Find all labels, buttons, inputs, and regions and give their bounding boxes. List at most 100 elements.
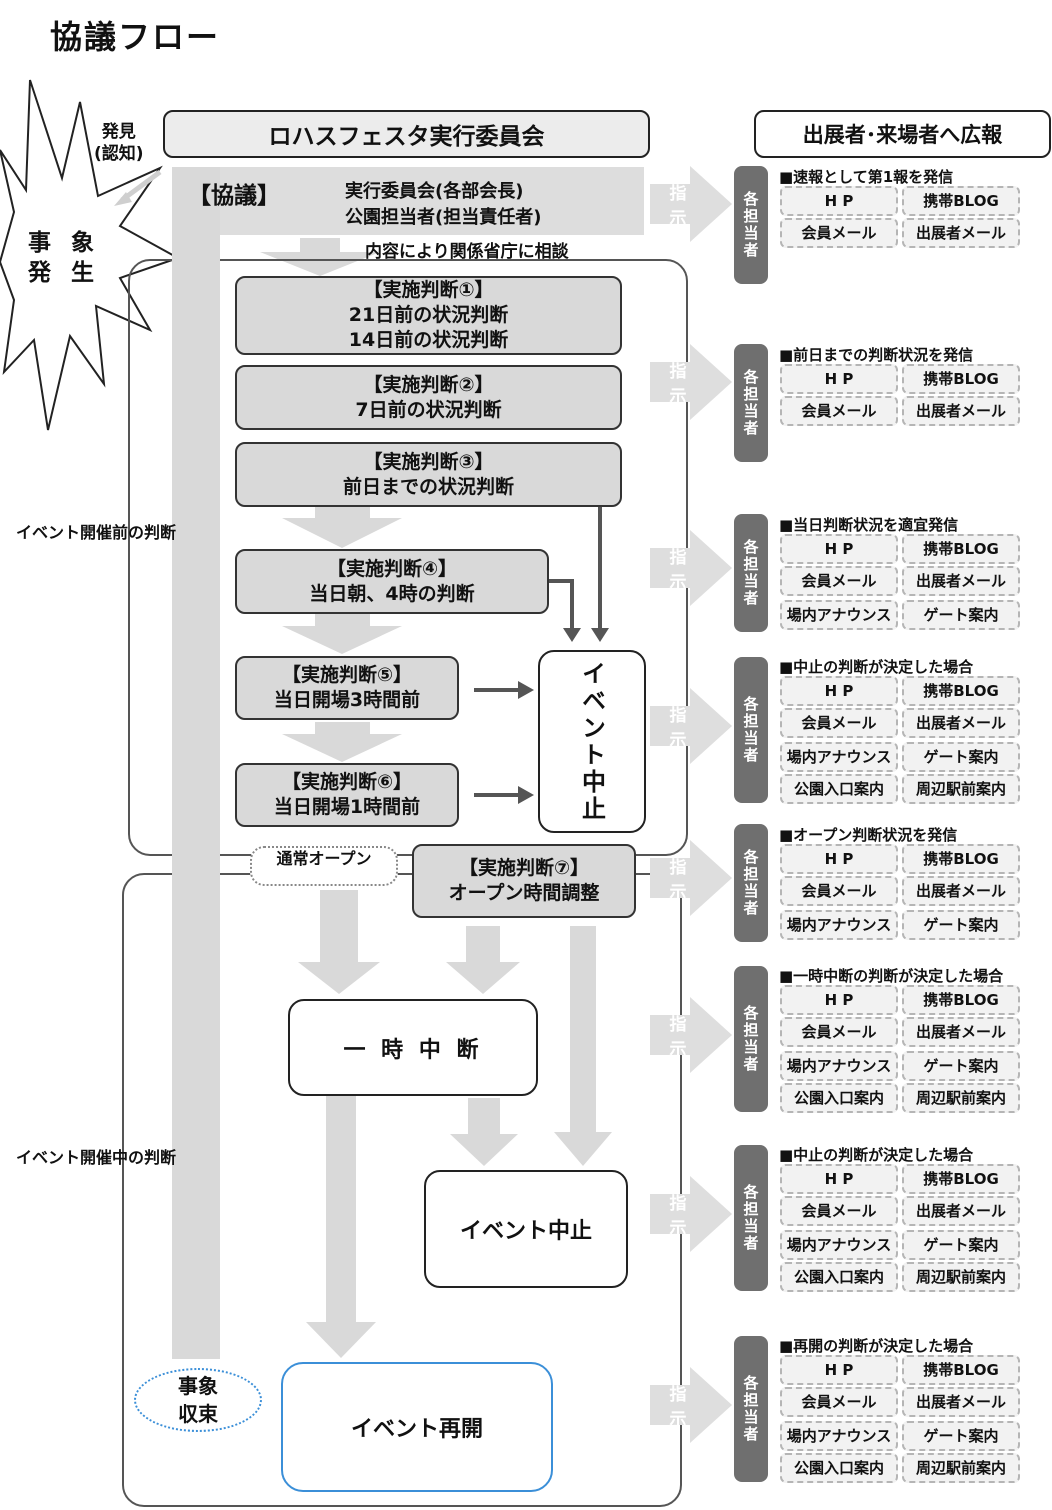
channel-cell: ゲート案内: [902, 600, 1020, 630]
event-stop-box-pre: イベント中止: [538, 650, 646, 833]
staff-badge: 各担当者: [734, 966, 768, 1112]
instruct-char: 指: [670, 857, 687, 878]
channel-cell: 会員メール: [780, 566, 898, 596]
instruct-arrow: 指示: [650, 997, 732, 1073]
channel-cell: 出展者メール: [902, 708, 1020, 738]
channel-cell: 出展者メール: [902, 396, 1020, 426]
channel-cell: 携帯BLOG: [902, 1355, 1020, 1385]
channel-cell: 会員メール: [780, 1387, 898, 1417]
staff-badge: 各担当者: [734, 1336, 768, 1482]
channel-cell: 場内アナウンス: [780, 1421, 898, 1451]
channel-cell: 携帯BLOG: [902, 364, 1020, 394]
instruct-arrow: 指示: [650, 688, 732, 764]
notification-title: ■当日判断状況を適宜発信: [779, 516, 959, 534]
notification-title: ■中止の判断が決定した場合: [779, 1146, 974, 1164]
instruct-char: 示: [670, 573, 687, 593]
staff-badge: 各担当者: [734, 514, 768, 632]
decision-box-5: 【実施判断⑤】当日開場3時間前: [235, 656, 459, 720]
channel-cell: ゲート案内: [902, 1051, 1020, 1081]
instruct-char: 示: [670, 1219, 687, 1239]
channel-cell: H P: [780, 676, 898, 706]
instruct-arrow: 指示: [650, 344, 732, 420]
channel-cell: 公園入口案内: [780, 1262, 898, 1292]
consultation-band: [172, 167, 644, 235]
channel-cell: 公園入口案内: [780, 1453, 898, 1483]
instruct-char: 示: [670, 209, 687, 229]
channel-cell: 場内アナウンス: [780, 742, 898, 772]
instruct-char: 指: [670, 1384, 687, 1405]
incident-label: 事 象発 生: [28, 230, 101, 286]
channel-cell: 周辺駅前案内: [902, 1083, 1020, 1113]
instruct-char: 示: [670, 1040, 687, 1060]
pre-event-label: イベント開催前の判断: [16, 523, 177, 542]
instruct-arrow: 指示: [650, 530, 732, 606]
channel-cell: 場内アナウンス: [780, 600, 898, 630]
staff-badge: 各担当者: [734, 657, 768, 803]
event-restart-box: イベント再開: [281, 1362, 553, 1492]
notification-title: ■中止の判断が決定した場合: [779, 658, 974, 676]
decision-box-7: 【実施判断⑦】オープン時間調整: [412, 844, 636, 918]
instruct-char: 指: [670, 1014, 687, 1035]
decision-box-4: 【実施判断④】当日朝、4時の判断: [235, 549, 549, 614]
channel-cell: 携帯BLOG: [902, 1164, 1020, 1194]
channel-cell: 出展者メール: [902, 1387, 1020, 1417]
channel-cell: H P: [780, 186, 898, 216]
staff-badge: 各担当者: [734, 166, 768, 284]
channel-cell: 周辺駅前案内: [902, 1262, 1020, 1292]
stop-connectors: [474, 506, 602, 797]
channel-cell: 出展者メール: [902, 218, 1020, 248]
channel-cell: 携帯BLOG: [902, 844, 1020, 874]
channel-cell: 会員メール: [780, 1017, 898, 1047]
notification-title: ■一時中断の判断が決定した場合: [779, 967, 1004, 985]
channel-cell: 場内アナウンス: [780, 910, 898, 940]
channel-cell: 周辺駅前案内: [902, 1453, 1020, 1483]
channel-cell: H P: [780, 534, 898, 564]
channel-cell: ゲート案内: [902, 742, 1020, 772]
notification-title: ■再開の判断が決定した場合: [779, 1337, 974, 1355]
channel-cell: ゲート案内: [902, 1421, 1020, 1451]
channel-cell: H P: [780, 985, 898, 1015]
notification-title: ■前日までの判断状況を発信: [779, 346, 974, 364]
explosion-shape: [0, 79, 181, 431]
channel-cell: ゲート案内: [902, 910, 1020, 940]
normal-open-bubble: 通常オープン: [250, 846, 398, 886]
channel-cell: 公園入口案内: [780, 1083, 898, 1113]
channel-cell: 携帯BLOG: [902, 186, 1020, 216]
channel-cell: 出展者メール: [902, 1196, 1020, 1226]
channel-cell: 会員メール: [780, 876, 898, 906]
channel-cell: H P: [780, 364, 898, 394]
channel-cell: 会員メール: [780, 218, 898, 248]
instruct-char: 示: [670, 731, 687, 751]
staff-badge: 各担当者: [734, 1145, 768, 1291]
consult-ministry-note: 内容により関係省庁に相談: [365, 242, 569, 262]
event-stop-box-during: イベント中止: [424, 1170, 628, 1288]
channel-cell: 場内アナウンス: [780, 1230, 898, 1260]
instruct-char: 示: [670, 883, 687, 903]
channel-cell: H P: [780, 844, 898, 874]
discover-label: 発見(認知): [94, 122, 144, 164]
consultation-bar: [172, 167, 220, 1359]
channel-cell: ゲート案内: [902, 1230, 1020, 1260]
instruct-char: 指: [670, 1193, 687, 1214]
converge-bubble: 事象収束: [134, 1368, 262, 1432]
staff-badge: 各担当者: [734, 344, 768, 462]
instruct-char: 示: [670, 1410, 687, 1430]
instruct-char: 指: [670, 547, 687, 568]
committee-header: ロハスフェスタ実行委員会: [163, 110, 650, 158]
channel-cell: 出展者メール: [902, 876, 1020, 906]
down-arrows: [260, 238, 612, 1358]
instruct-char: 指: [670, 183, 687, 204]
channel-cell: 出展者メール: [902, 566, 1020, 596]
channel-cell: 会員メール: [780, 708, 898, 738]
channel-cell: 会員メール: [780, 396, 898, 426]
decision-box-3: 【実施判断③】前日までの状況判断: [235, 442, 622, 507]
